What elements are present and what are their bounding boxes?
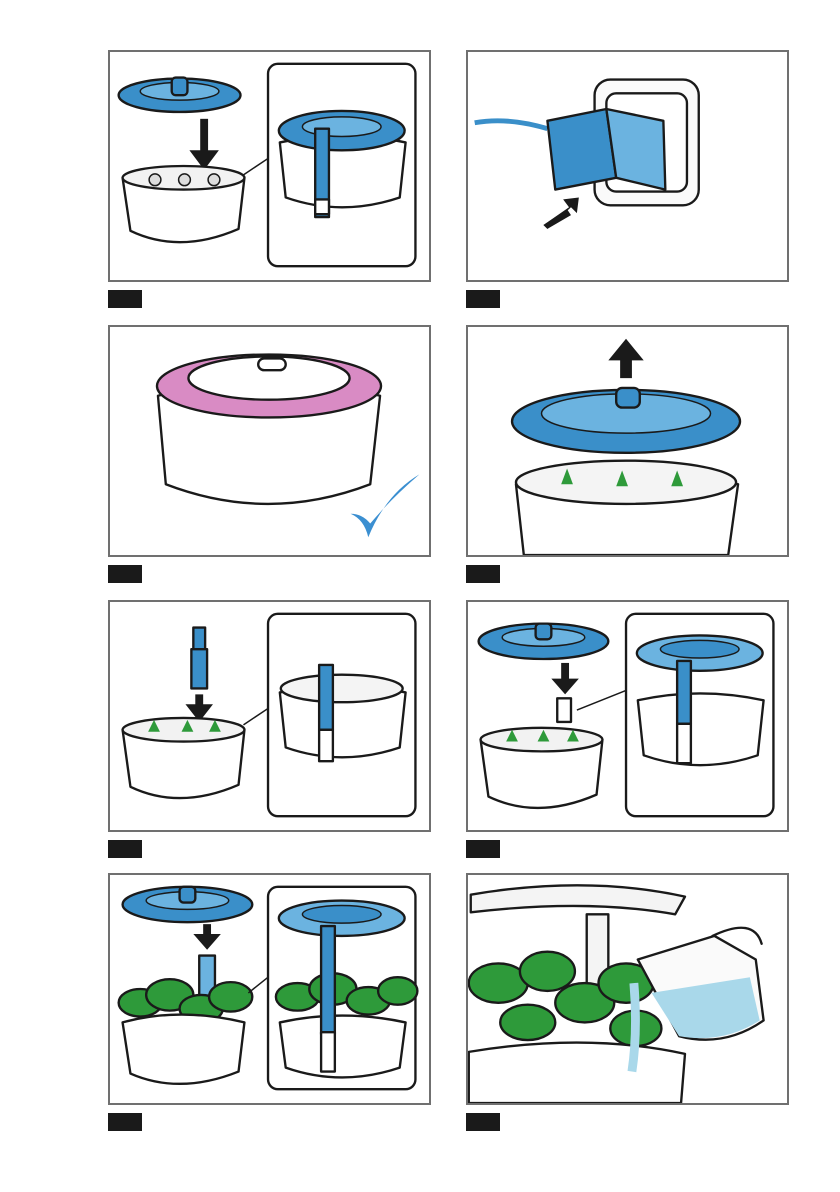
step-6-tag (466, 840, 500, 858)
step-1-panel (108, 50, 431, 282)
step-3-panel (108, 325, 431, 557)
lamp-head (471, 885, 685, 914)
step-6-panel (466, 600, 789, 832)
step-8-illustration (468, 875, 787, 1103)
step-7-illustration (110, 875, 429, 1103)
step-3-illustration (110, 327, 429, 555)
step-5-illustration (110, 602, 429, 830)
step-1-tag (108, 290, 142, 308)
step-4-tag (466, 565, 500, 583)
step-2-tag (466, 290, 500, 308)
step-1-illustration (110, 52, 429, 280)
step-5-tag (108, 840, 142, 858)
step-4-panel (466, 325, 789, 557)
step-7-panel (108, 873, 431, 1105)
water-stream (632, 983, 636, 1071)
step-8-panel (466, 873, 789, 1105)
step-6-illustration (468, 602, 787, 830)
step-5-panel (108, 600, 431, 832)
down-arrow-icon (189, 119, 218, 170)
step-7-tag (108, 1113, 142, 1131)
down-arrow-icon (193, 924, 221, 950)
step-3-tag (108, 565, 142, 583)
up-arrow-icon (608, 339, 643, 378)
brush-icon (191, 628, 207, 689)
step-4-illustration (468, 327, 787, 555)
diagonal-arrow-icon (543, 197, 578, 228)
step-2-illustration (468, 52, 787, 280)
power-adapter (547, 109, 616, 190)
step-8-tag (466, 1113, 500, 1131)
step-2-panel (466, 50, 789, 282)
down-arrow-icon (551, 663, 579, 694)
